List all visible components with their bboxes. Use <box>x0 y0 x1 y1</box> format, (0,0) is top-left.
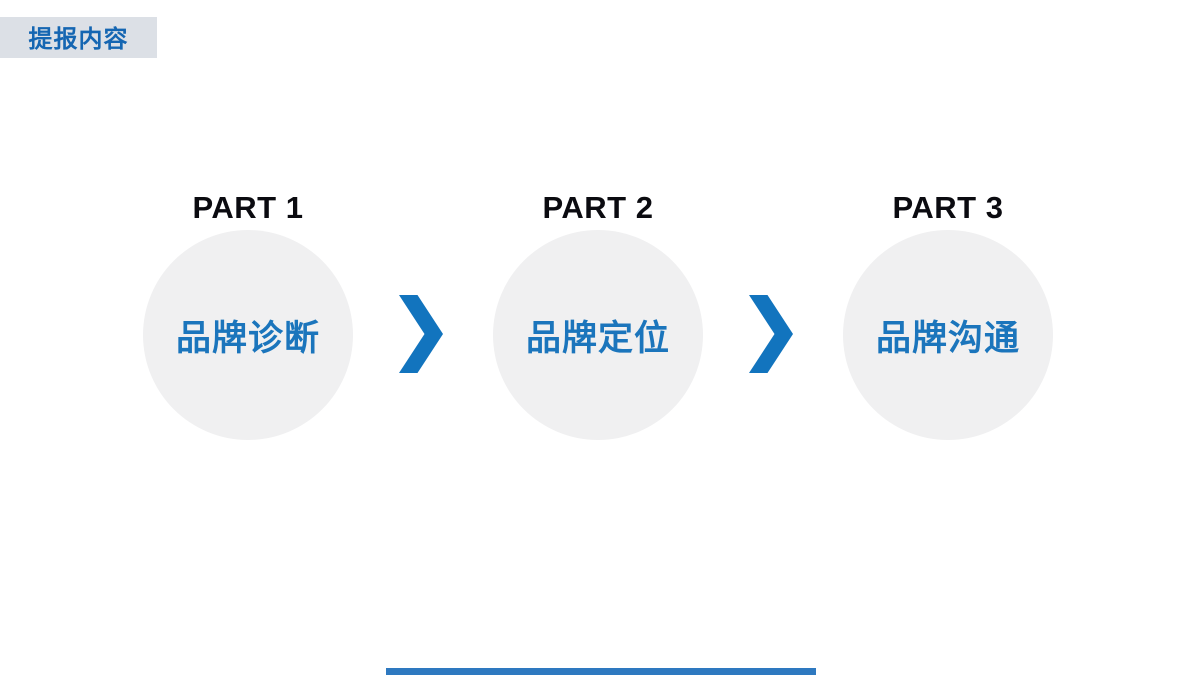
part-1-title: 品牌诊断 <box>175 318 320 358</box>
part-2-label: PART 2 <box>542 190 654 225</box>
part-3-title: 品牌沟通 <box>875 318 1020 358</box>
header-badge: 提报内容 <box>0 17 157 58</box>
process-step-3: PART 3 品牌沟通 <box>843 190 1053 440</box>
part-1-circle: 品牌诊断 <box>143 230 353 440</box>
process-step-1: PART 1 品牌诊断 <box>143 190 353 440</box>
chevron-right-shape <box>399 295 443 373</box>
part-2-title: 品牌定位 <box>525 318 670 358</box>
process-step-2: PART 2 品牌定位 <box>493 190 703 440</box>
part-3-label: PART 3 <box>892 190 1004 225</box>
chevron-right-icon <box>749 295 793 373</box>
part-3-circle: 品牌沟通 <box>843 230 1053 440</box>
part-1-label: PART 1 <box>192 190 304 225</box>
header-badge-label: 提报内容 <box>28 26 129 53</box>
chevron-right-shape <box>749 295 793 373</box>
chevron-right-icon <box>399 295 443 373</box>
bottom-accent-bar <box>386 668 816 675</box>
part-2-circle: 品牌定位 <box>493 230 703 440</box>
